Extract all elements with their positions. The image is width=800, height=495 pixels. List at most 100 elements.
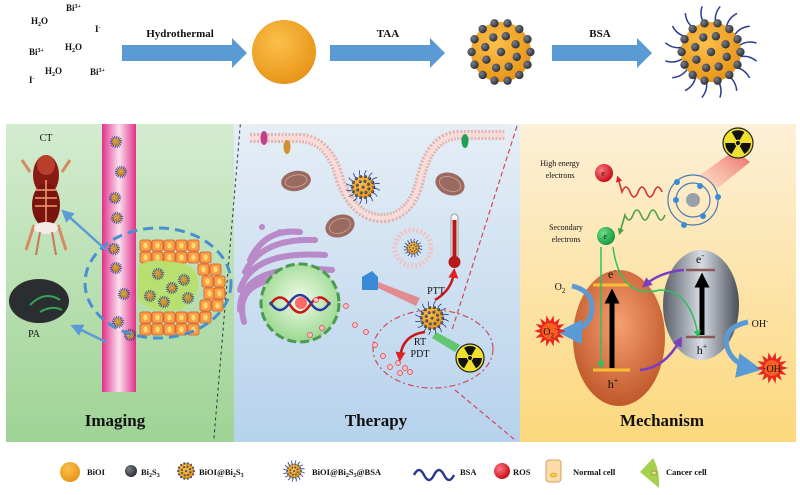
oh-oxidation-arrow [723,319,762,378]
bi2s3-dot [160,275,163,277]
bi2s3-dot [359,195,363,200]
bi2s3-dot [182,283,184,285]
cell-nucleus [207,290,212,297]
bi2s3-dot [191,473,195,476]
bi2s3-dot [167,289,170,291]
ros-dot [307,332,313,338]
bi2s3-dot [152,297,155,299]
bi2s3-dot [131,337,134,339]
arrow-to-ct [61,209,107,251]
bi2s3-dot [186,477,189,480]
vesicle-nanoparticle [403,238,423,258]
arrow-right-icon [552,38,652,68]
bi2s3-dot [113,214,116,216]
bi2s3-dot [354,177,358,181]
bi2s3-dot [122,291,124,293]
electron-symbol: e- [603,232,609,241]
bi2s3-dot [126,295,129,297]
cell-nucleus [143,326,148,333]
bi2s3-dot [489,33,498,42]
bi2s3-dot [437,308,441,312]
bi2s3-dot [420,311,424,315]
bi2s3-dot [503,19,512,28]
bi2s3-dot [117,168,120,170]
bi2s3-dot [115,199,117,201]
bi2s3-dot [156,269,158,271]
bi2s3-dot [168,290,171,292]
superoxide-burst [534,315,566,347]
bi2s3-dot [184,281,186,283]
bi2s3-dot [109,250,112,252]
bi2s3-dot [482,55,491,64]
bi2s3-dot [190,299,193,301]
bi2s3-dot [478,70,487,80]
bi2s3-dot [116,200,119,202]
bi2s3-dot [364,190,368,194]
bi2s3-dot [113,268,115,270]
legend-item-bi2s3: Bi2S3 [125,465,160,479]
bi2s3-dot [145,297,148,299]
reagent-bi3-1: Bi3+ [66,3,82,13]
bi2s3-dot [151,292,154,294]
bi2s3-dot [733,60,742,69]
bi2s3-dot [124,291,126,293]
bi2s3-dot [299,467,302,470]
bi2s3-dot [371,180,375,184]
bi2s3-dot [114,145,116,147]
ros-dot [407,369,413,375]
bi2s3-dot [417,244,420,247]
bi2s3-dot [490,76,499,85]
bi2s3-dot [159,272,161,274]
bi2s3-dot [150,297,152,299]
electron-transfer-arrow [641,268,685,288]
bi2s3-dot [164,297,166,299]
ct-label: CT [40,133,53,144]
bi2s3-dot [120,171,122,173]
bi2s3-dot [409,246,411,248]
bi2s3-dot [114,139,116,141]
bi2s3-dot [121,175,123,177]
o2-label: O2 [555,282,566,295]
bi2s3-dot [423,308,427,312]
bi2s3-dot [110,199,113,201]
bi2s3-dot [120,217,122,219]
bi2s3-dot [190,295,193,297]
bi2s3-dot [155,272,157,274]
bi2s3-dot [418,247,420,249]
bi2s3-dot [116,319,118,321]
bi2s3-dot [413,252,416,255]
bi2s3-dot [124,171,126,173]
bi2s3-dot [116,265,118,267]
ros-dot [387,364,393,370]
reagent-labels: Bi3+ H2O I- Bi3+ H2O H2O Bi3+ I- [29,3,106,85]
bi2s3-dot [112,215,115,217]
bi2s3-dot [189,471,192,474]
bi2s3-dot [496,47,506,57]
bi2s3-dot [163,301,165,303]
bi2s3-dot [186,281,189,283]
bi2s3-dot [182,275,184,277]
membrane-protein-green [461,134,469,148]
bi2s3-dot [286,467,289,470]
bi2s3-dot [721,40,730,49]
ptt-label: PTT [427,286,445,297]
bi2s3-dot [113,266,115,268]
bi2s3-dot [363,195,367,200]
bi2s3-dot [294,476,297,479]
bi2s3-dot [147,294,149,296]
bi2s3-dot [148,293,150,295]
bi2s3-dot [116,263,118,265]
bi2s3-dot [128,336,130,338]
bi2s3-dot [117,321,119,323]
bi2s3-dot [118,319,120,321]
bi2s3-dot [119,320,121,322]
bi2s3-dot [165,304,168,306]
bi2s3-dot [188,295,190,297]
bi2s3-dot [122,297,124,299]
ros-dot [313,297,319,303]
bi2s3-dot [116,217,118,219]
hydroxyl-label: ·OH [763,364,781,375]
bi2s3-dot [114,269,116,271]
cell-nucleus [155,326,160,333]
bi2s3-dot [154,270,157,272]
